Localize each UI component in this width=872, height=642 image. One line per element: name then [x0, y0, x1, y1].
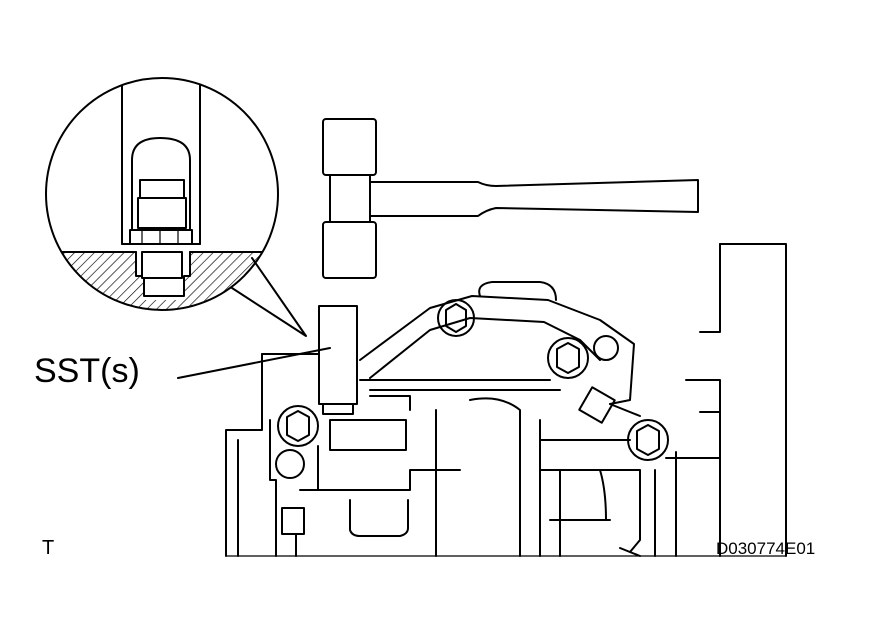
hammer: [322, 118, 699, 279]
bolt-top: [437, 299, 475, 337]
magnifier-circle: [45, 77, 279, 311]
sst-leader-line: [177, 347, 331, 379]
view-letter: T: [42, 537, 55, 559]
housing: [225, 243, 787, 557]
sst-tool: [318, 305, 358, 415]
detail-inset: [45, 77, 307, 337]
bolt-left: [277, 405, 319, 447]
bolt-mid: [547, 337, 589, 379]
pin-top-right: [593, 335, 619, 361]
bolt-right: [627, 419, 669, 461]
sst-label: SST(s): [34, 352, 140, 390]
hatched-section: [46, 252, 278, 310]
figure-id: D030774E01: [716, 539, 816, 558]
pin-left: [275, 449, 305, 479]
